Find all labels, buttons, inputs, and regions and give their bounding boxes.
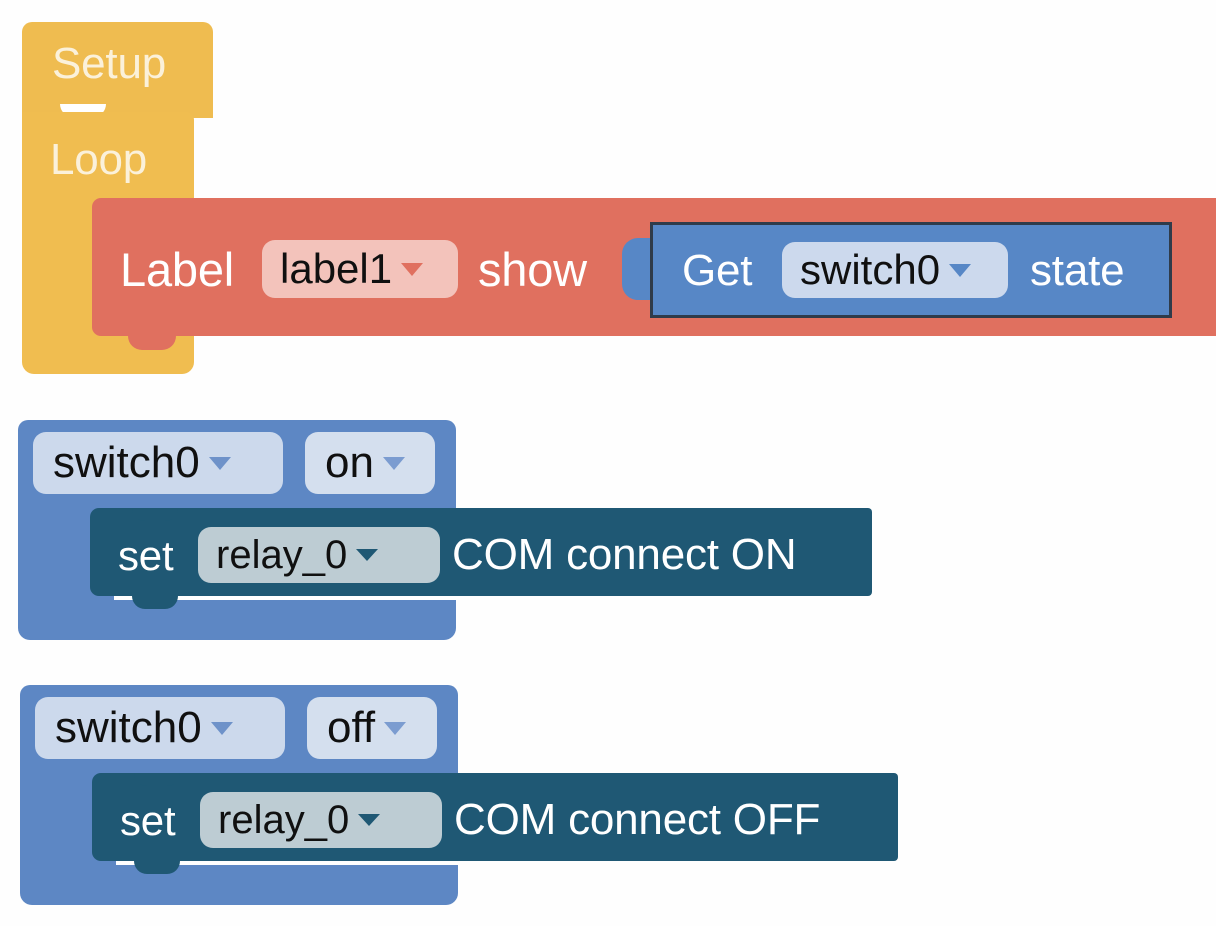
event-component-dropdown-on[interactable]: switch0 <box>33 432 283 494</box>
chevron-down-icon <box>384 721 407 735</box>
set-action-text-off: COM connect OFF <box>454 795 821 844</box>
set-relay-bottom-notch-off <box>134 861 180 874</box>
label-show-block-bottom-notch <box>128 336 176 350</box>
event-block-bottom-arm-off[interactable] <box>20 865 458 905</box>
set-action-text-on: COM connect ON <box>452 530 797 579</box>
get-component-dropdown-value: switch0 <box>800 246 941 293</box>
label-property-text: show <box>478 243 587 296</box>
chevron-down-icon <box>949 263 972 277</box>
setup-block-label: Setup <box>52 39 166 88</box>
event-component-dropdown-off[interactable]: switch0 <box>35 697 285 759</box>
set-target-dropdown-on[interactable]: relay_0 <box>198 527 440 583</box>
set-target-dropdown-value-off: relay_0 <box>218 798 350 842</box>
get-component-dropdown[interactable]: switch0 <box>782 242 1008 298</box>
chevron-down-icon <box>401 262 424 276</box>
set-target-dropdown-off[interactable]: relay_0 <box>200 792 442 848</box>
get-verb-text: Get <box>682 246 753 295</box>
event-state-dropdown-value-off: off <box>327 703 376 752</box>
chevron-down-icon <box>358 814 381 826</box>
set-target-dropdown-value-on: relay_0 <box>216 533 348 577</box>
set-relay-bottom-notch-on <box>132 596 178 609</box>
setup-block-body[interactable] <box>22 22 213 112</box>
chevron-down-icon <box>356 549 379 561</box>
chevron-down-icon <box>210 721 233 735</box>
label-component-type-text: Label <box>120 243 234 296</box>
loop-block-top-arm[interactable] <box>22 112 194 204</box>
set-verb-text-on: set <box>118 532 174 579</box>
set-verb-text-off: set <box>120 797 176 844</box>
event-block-bottom-arm-on[interactable] <box>18 600 456 640</box>
set-relay-top-notch-off <box>134 773 180 786</box>
event-state-dropdown-off[interactable]: off <box>307 697 437 759</box>
event-state-dropdown-on[interactable]: on <box>305 432 435 494</box>
label-show-block-top-notch <box>128 198 176 212</box>
loop-block-left-spine[interactable] <box>22 190 96 340</box>
event-component-dropdown-value-on: switch0 <box>53 438 200 487</box>
label-name-dropdown[interactable]: label1 <box>262 240 458 298</box>
loop-block-label: Loop <box>50 135 148 184</box>
set-relay-top-notch-on <box>132 508 178 521</box>
chevron-down-icon <box>382 456 405 470</box>
value-plug-connector-icon <box>622 238 652 300</box>
chevron-down-icon <box>208 456 231 470</box>
event-state-dropdown-value-on: on <box>325 438 374 487</box>
get-property-text: state <box>1030 246 1125 295</box>
event-component-dropdown-value-off: switch0 <box>55 703 202 752</box>
label-name-dropdown-value: label1 <box>280 245 393 292</box>
